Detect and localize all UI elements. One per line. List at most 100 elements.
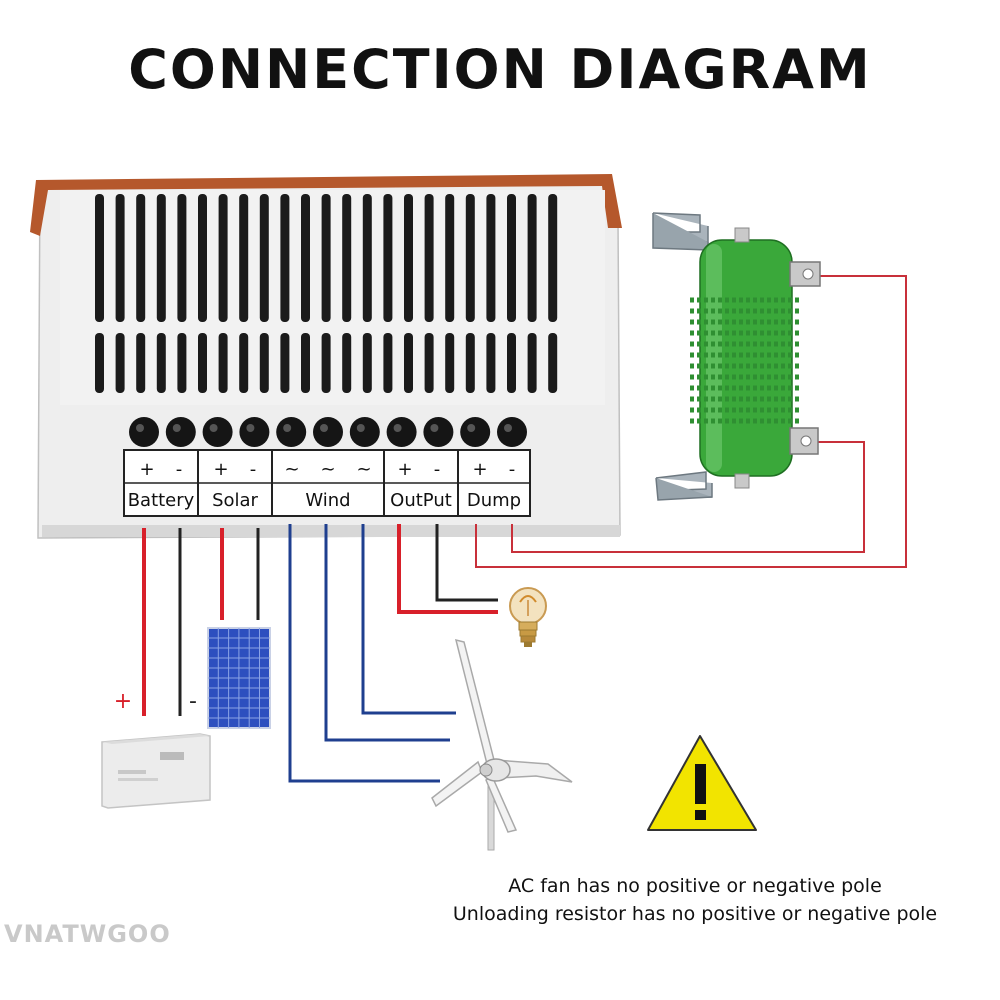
solar-positive-label: +: [213, 459, 228, 480]
terminal-screw: [202, 417, 233, 447]
vent-slot: [404, 194, 413, 322]
vent-slot: [259, 333, 269, 393]
resistor-fins: [690, 297, 802, 424]
screw-highlight: [320, 424, 328, 432]
terminal-screw: [460, 417, 491, 447]
vent-slot: [548, 194, 558, 322]
vent-slot: [507, 194, 516, 322]
vent-slot: [445, 333, 455, 393]
terminal-screw: [349, 417, 380, 447]
page-title: CONNECTION DIAGRAM: [128, 38, 872, 101]
screw-highlight: [504, 424, 512, 432]
vent-slot: [445, 194, 455, 322]
solar-negative-label: -: [250, 459, 257, 480]
wind-phase-label: ~: [356, 459, 371, 480]
solar-panel: [207, 627, 271, 729]
dump-negative-label: -: [509, 459, 516, 480]
terminal-block: + - Battery + - Solar ~ ~ ~ Wind + - Out…: [123, 449, 531, 517]
screw-highlight: [172, 424, 181, 432]
load-resistor: [652, 212, 821, 501]
terminal-screw: [129, 417, 159, 447]
wind-phase-label: ~: [320, 459, 335, 480]
vent-slot: [507, 333, 516, 393]
dump-wire: [511, 441, 865, 553]
vent-slot: [301, 194, 310, 322]
vent-slot: [115, 194, 125, 322]
vent-slot: [95, 194, 104, 322]
screw-highlight: [467, 424, 476, 432]
vent-slot: [424, 194, 434, 322]
wiring: [142, 275, 907, 783]
vent-slot: [465, 333, 475, 393]
screw-highlight: [393, 424, 402, 432]
terminal-screw: [386, 417, 417, 447]
vent-slot: [486, 194, 496, 322]
connection-note: AC fan has no positive or negative pole …: [395, 872, 995, 928]
vent-slot: [383, 194, 393, 322]
vent-slot: [342, 333, 352, 393]
vent-slot: [527, 333, 537, 393]
battery-positive-label: +: [139, 459, 154, 480]
wind-phase-wire: [361, 524, 456, 715]
battery-minus-mark: -: [189, 689, 197, 714]
wind-phase-wire: [324, 524, 450, 742]
vent-slot: [136, 333, 146, 393]
output-positive-wire: [397, 524, 498, 614]
note-line: Unloading resistor has no positive or ne…: [452, 903, 938, 925]
vent-slot: [239, 333, 249, 393]
screw-highlight: [356, 424, 365, 432]
vent-slot: [95, 333, 104, 393]
vent-slot: [156, 194, 166, 322]
vent-slot: [486, 333, 496, 393]
vent-slot: [527, 194, 537, 322]
controller-unit: [30, 174, 622, 539]
vent-slot: [383, 333, 393, 393]
terminal-screw: [313, 417, 343, 447]
screw-highlight: [283, 424, 292, 432]
vent-grille: [95, 194, 558, 393]
vent-slot: [115, 333, 125, 393]
vent-slot: [198, 194, 207, 322]
vent-slot: [177, 333, 187, 393]
vent-slot: [404, 333, 413, 393]
screw-highlight: [136, 424, 144, 432]
vent-slot: [136, 194, 146, 322]
screw-highlight: [430, 424, 439, 432]
wind-turbine: [431, 638, 573, 851]
vent-slot: [548, 333, 558, 393]
output-negative-wire: [435, 524, 498, 602]
wind-phase-label: ~: [284, 459, 299, 480]
screw-highlight: [209, 424, 218, 432]
brand-watermark: VNATWGOO: [4, 920, 171, 948]
battery-plus-mark: +: [114, 689, 132, 714]
terminal-screw: [276, 417, 307, 447]
vent-slot: [156, 333, 166, 393]
vent-slot: [177, 194, 187, 322]
dump-wire: [475, 275, 907, 568]
dump-positive-label: +: [472, 459, 487, 480]
vent-slot: [321, 333, 331, 393]
output-positive-label: +: [397, 459, 412, 480]
output-negative-label: -: [434, 459, 441, 480]
terminal-screw: [423, 417, 454, 447]
battery-terminal-label: Battery: [128, 490, 195, 511]
vent-slot: [301, 333, 310, 393]
warning-icon: [647, 735, 757, 831]
vent-slot: [321, 194, 331, 322]
vent-slot: [259, 194, 269, 322]
terminal-screws: [129, 417, 527, 447]
vent-slot: [465, 194, 475, 322]
vent-slot: [198, 333, 207, 393]
wind-terminal-label: Wind: [305, 490, 350, 511]
vent-slot: [362, 333, 372, 393]
dump-terminal-label: Dump: [467, 490, 521, 511]
vent-slot: [362, 194, 372, 322]
vent-slot: [218, 333, 228, 393]
vent-slot: [424, 333, 434, 393]
wind-phase-wire: [288, 524, 440, 783]
terminal-screw: [239, 417, 270, 447]
solar-terminal-label: Solar: [212, 490, 258, 511]
vent-slot: [218, 194, 228, 322]
screw-highlight: [246, 424, 255, 432]
